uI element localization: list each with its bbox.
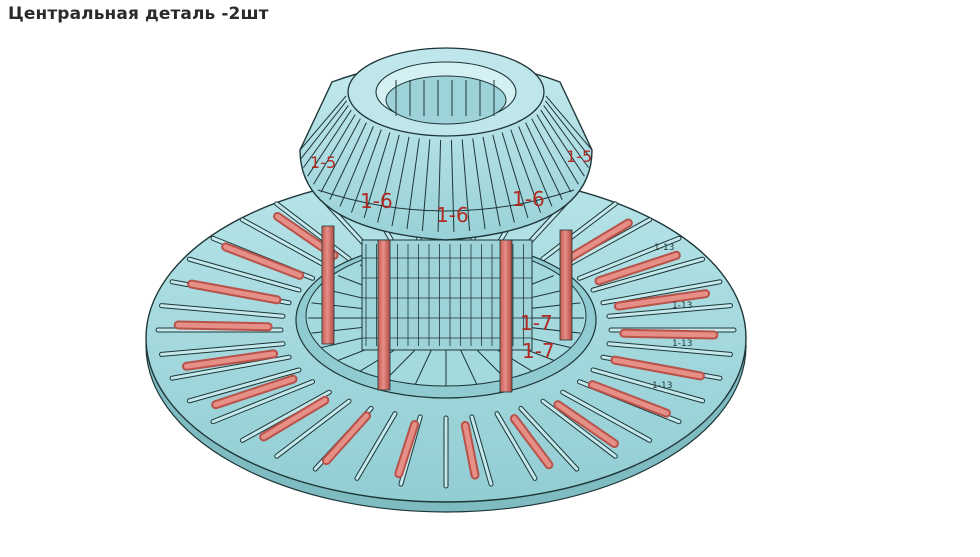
inner-tower: 1-7 1-7 [361, 239, 555, 363]
base-rod-highlight [396, 421, 418, 477]
inner-fin [414, 347, 434, 385]
base-label-3: 1-13 [672, 339, 692, 349]
base-rod-highlight [175, 322, 271, 330]
dome-rib [339, 126, 374, 207]
base-rod-highlight [615, 291, 709, 309]
base-slot-face [160, 342, 285, 356]
page-title: Центральная деталь -2шт [8, 4, 269, 24]
support-rod [499, 239, 513, 393]
base-rod-highlight [612, 357, 703, 379]
base-slot-face [577, 236, 681, 280]
base-slot-face [541, 202, 617, 261]
dome-rib [545, 95, 593, 151]
base-slot-face [211, 380, 315, 424]
base-labels: 1-13 1-13 1-13 1-13 [652, 243, 692, 391]
base-slot-face [240, 218, 331, 270]
base-slot-face [187, 257, 301, 292]
base-slot-face [607, 304, 732, 318]
base-slot-face [561, 218, 652, 270]
base-slot-face [275, 399, 351, 458]
dome-rib [329, 122, 367, 200]
base-rod-highlight [189, 281, 280, 303]
base-rod-highlight [261, 397, 328, 440]
base-rod-highlight [621, 330, 717, 338]
dome-rib [351, 129, 382, 213]
inner-mark-label-2: 1-7 [522, 339, 555, 363]
base-slot-face [355, 412, 397, 480]
base-rod-highlight [555, 402, 617, 447]
dome-rib [518, 126, 553, 207]
base-slot-face [187, 368, 301, 403]
base-rod-highlight [183, 351, 277, 369]
support-rod [321, 225, 335, 345]
dome-rib [307, 109, 352, 177]
dome-rib [406, 138, 420, 230]
dome-rib [540, 109, 585, 177]
ring-label-1: 1-6 [360, 189, 393, 213]
ring-label-2: 1-6 [436, 203, 469, 227]
base-slot-face [275, 202, 351, 261]
dome-rib [300, 100, 347, 160]
support-rod [377, 239, 391, 391]
base-rod-highlight [213, 376, 296, 408]
dome-ring: 1-6 1-6 1-6 1-5 1-5 [299, 47, 593, 241]
base-rod-highlight [564, 220, 631, 263]
dome-rib [391, 136, 410, 227]
base-slot-face [170, 355, 291, 380]
ring-label-5: 1-5 [566, 147, 592, 166]
dome-rib [545, 100, 592, 160]
dome-rib [320, 118, 361, 193]
base-slot-face [591, 368, 705, 403]
dome-rib [510, 129, 541, 213]
support-rods [321, 225, 573, 393]
base-slot-face [541, 399, 617, 458]
base-slot-face [591, 257, 705, 292]
base-rod-highlight [462, 422, 478, 478]
dome-rib [377, 134, 400, 223]
base-slot-face [607, 342, 732, 356]
base-rod-highlight [323, 413, 370, 464]
inner-fin [458, 347, 478, 385]
dome-window [395, 80, 495, 116]
dome-rib [461, 139, 471, 231]
dome-rib [482, 136, 501, 227]
support-rod [559, 229, 573, 341]
base-slot-face [470, 415, 493, 486]
base-slot-face [561, 390, 652, 442]
base-rod-highlight [589, 382, 669, 416]
inner-fin [385, 344, 421, 380]
base-rod-highlight [223, 244, 303, 278]
ring-label-4: 1-5 [310, 153, 336, 172]
dome-rib [303, 105, 349, 168]
dome-rib [525, 122, 563, 200]
base-slot-face [601, 280, 722, 305]
dome-rib [492, 134, 515, 223]
dome-rib [299, 95, 347, 151]
dome-rib [313, 114, 356, 185]
base-slot-face [160, 304, 285, 318]
base-rods [173, 211, 719, 480]
base-label-4: 1-13 [652, 381, 672, 391]
dome-rib [450, 139, 455, 232]
base-slot-face [495, 412, 537, 480]
dome-rib [536, 114, 579, 185]
dome-rib [531, 118, 572, 193]
inner-mark-label: 1-7 [520, 311, 553, 335]
base-label-1: 1-13 [654, 243, 674, 253]
base-rod-highlight [511, 416, 552, 468]
dome-rib [472, 138, 486, 230]
dome-rib [421, 139, 431, 231]
base-slot-face [240, 390, 331, 442]
base-rod-highlight [596, 252, 679, 284]
ring-label-3: 1-6 [512, 187, 545, 211]
dome-rib [437, 139, 442, 232]
base-label-2: 1-13 [672, 301, 692, 311]
base-slot-face [519, 406, 579, 471]
dome-rib [543, 105, 589, 168]
